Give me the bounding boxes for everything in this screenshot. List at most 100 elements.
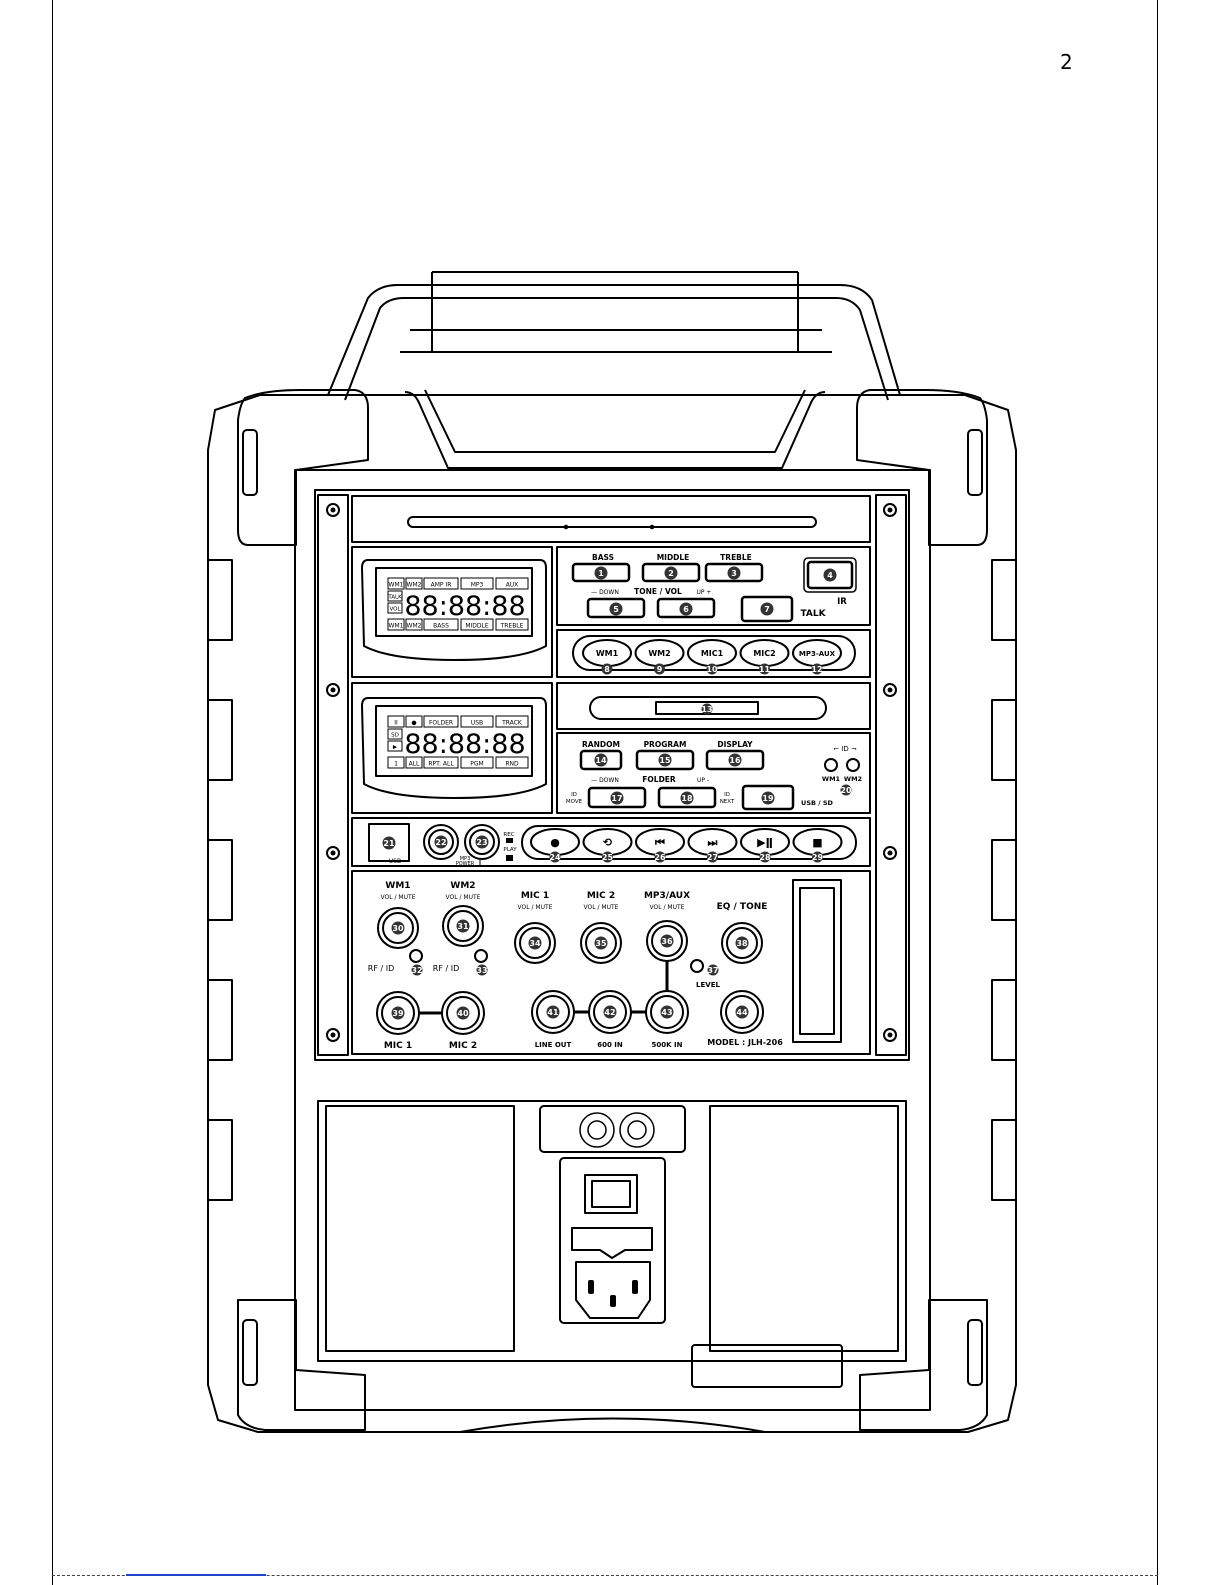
level-label: LEVEL xyxy=(696,981,720,989)
rf-id-32-number: 32 xyxy=(411,966,422,975)
amp-lcd-indicator-box xyxy=(460,618,494,631)
transport-knob-23-badge xyxy=(475,835,489,849)
dc-socket-left xyxy=(579,1112,615,1148)
source-mic2-number: 11 xyxy=(759,665,771,674)
source-label-wm2: WM2 xyxy=(648,649,670,658)
tone-middle-badge xyxy=(664,566,678,580)
player-lcd-indicator-box xyxy=(423,715,459,728)
talk-badge xyxy=(760,602,774,616)
usb-slot-panel xyxy=(556,682,871,730)
tone-vol-label: TONE / VOL xyxy=(634,587,682,596)
knob-title-5: MP3/AUX xyxy=(644,891,690,901)
folder-down-label: — DOWN xyxy=(591,777,619,784)
source-panel xyxy=(556,629,871,678)
jack-39-badge xyxy=(391,1006,405,1020)
amp-lcd-bezel xyxy=(361,559,547,661)
mode-display-number: 16 xyxy=(729,756,741,765)
rf-id-32-badge xyxy=(411,964,423,976)
mode-label-program: PROGRAM xyxy=(644,740,687,749)
transport-knob-22-badge xyxy=(434,835,448,849)
amp-lcd-indicator: BASS xyxy=(433,623,449,630)
player-lcd-panel xyxy=(351,682,553,814)
stop-number: 29 xyxy=(812,853,824,862)
level-badge xyxy=(707,964,719,976)
previous-badge xyxy=(654,851,666,863)
player-lcd-indicator: ● xyxy=(411,720,416,727)
base-curve xyxy=(459,1417,766,1433)
jack-41-badge xyxy=(546,1005,560,1019)
handle-grip xyxy=(400,271,832,353)
rack-screw-center xyxy=(887,507,893,513)
transport-knob-22-ring xyxy=(428,829,454,855)
iec-pin-earth xyxy=(610,1295,616,1307)
tone-label-bass: BASS xyxy=(592,553,614,562)
repeat-number: 25 xyxy=(602,853,614,862)
ir-button-frame xyxy=(803,557,857,593)
player-lcd-indicator: RPT. ALL xyxy=(428,761,454,768)
player-lcd-indicator: RND xyxy=(505,761,519,768)
side-grip-right xyxy=(967,429,983,496)
cd-panel xyxy=(351,495,871,543)
usb-sd-number: 19 xyxy=(762,794,774,803)
iec-pin-left xyxy=(588,1280,594,1294)
mixer-knob-34-number: 34 xyxy=(529,939,541,948)
player-lcd-indicator: ALL xyxy=(409,761,420,768)
rf-id-led xyxy=(474,949,488,963)
amp-lcd-screen xyxy=(375,567,533,637)
rack-screw-center xyxy=(330,507,336,513)
rib-right xyxy=(991,559,1016,1201)
record-number: 24 xyxy=(549,853,561,862)
mixer-knob-36-badge xyxy=(660,934,674,948)
amp-lcd-indicator-box xyxy=(495,618,529,631)
player-lcd-indicator-box xyxy=(460,756,494,769)
vol-5-number: 5 xyxy=(613,605,619,614)
tone-label-treble: TREBLE xyxy=(720,553,752,562)
player-lcd-bezel xyxy=(361,697,547,799)
player-lcd-indicator: II xyxy=(394,720,398,727)
mixer-panel xyxy=(351,870,871,1055)
source-wm2-number: 9 xyxy=(657,665,663,674)
folder-label: FOLDER xyxy=(642,775,676,784)
amp-lcd-indicator: MIDDLE xyxy=(465,623,489,630)
player-lcd-indicator: TRACK xyxy=(501,720,523,727)
mp3-power-label: MP3 xyxy=(460,856,471,862)
player-lcd-digits: 88:88:88 xyxy=(404,729,525,760)
jack-39-number: 39 xyxy=(392,1009,404,1018)
model-label: MODEL : JLH-206 xyxy=(707,1038,783,1047)
usb-port xyxy=(368,823,410,862)
mixer-knob-30-ring xyxy=(382,912,414,944)
id-next-label: ID xyxy=(724,792,730,798)
amp-lcd-indicator-box xyxy=(423,577,459,590)
cd-slot xyxy=(407,516,817,528)
bumper-bottom-right xyxy=(859,1299,988,1431)
id-next-label: NEXT xyxy=(720,799,735,805)
tone-vol-up-label: UP + xyxy=(697,589,712,596)
play-label: PLAY xyxy=(503,847,517,853)
transport-knob-22-number: 22 xyxy=(435,838,446,847)
amp-lcd-side-indicator: VOL xyxy=(389,607,401,613)
rack-screw-center xyxy=(330,687,336,693)
vol-5-badge xyxy=(609,602,623,616)
rf-id-33-number: 33 xyxy=(476,966,487,975)
repeat-badge xyxy=(602,851,613,863)
mixer-knob-36-ring xyxy=(651,925,683,957)
jack-40-ring xyxy=(446,996,480,1030)
lower-panel xyxy=(317,1100,907,1362)
mixer-knob-38-badge xyxy=(735,936,749,950)
tone-treble-badge xyxy=(727,566,741,580)
mixer-knob-35-number: 35 xyxy=(595,939,607,948)
mixer-window xyxy=(792,879,842,1043)
player-lcd-side-indicator: ▶ xyxy=(393,745,398,751)
tone-panel xyxy=(556,546,871,626)
jack-43-ring xyxy=(650,995,684,1029)
lower-cover-right xyxy=(709,1105,899,1352)
iec-pin-right xyxy=(632,1280,638,1294)
jack-label-42: 600 IN xyxy=(597,1041,623,1049)
tone-bass-number: 1 xyxy=(598,569,604,578)
amp-lcd-indicator-box xyxy=(387,577,405,590)
led-connector xyxy=(479,860,505,867)
mixer-knob-38-ring xyxy=(726,927,758,959)
amp-lcd-indicator-box xyxy=(405,618,423,631)
jack-44-number: 44 xyxy=(736,1008,748,1017)
rack-screw-center xyxy=(887,1032,893,1038)
